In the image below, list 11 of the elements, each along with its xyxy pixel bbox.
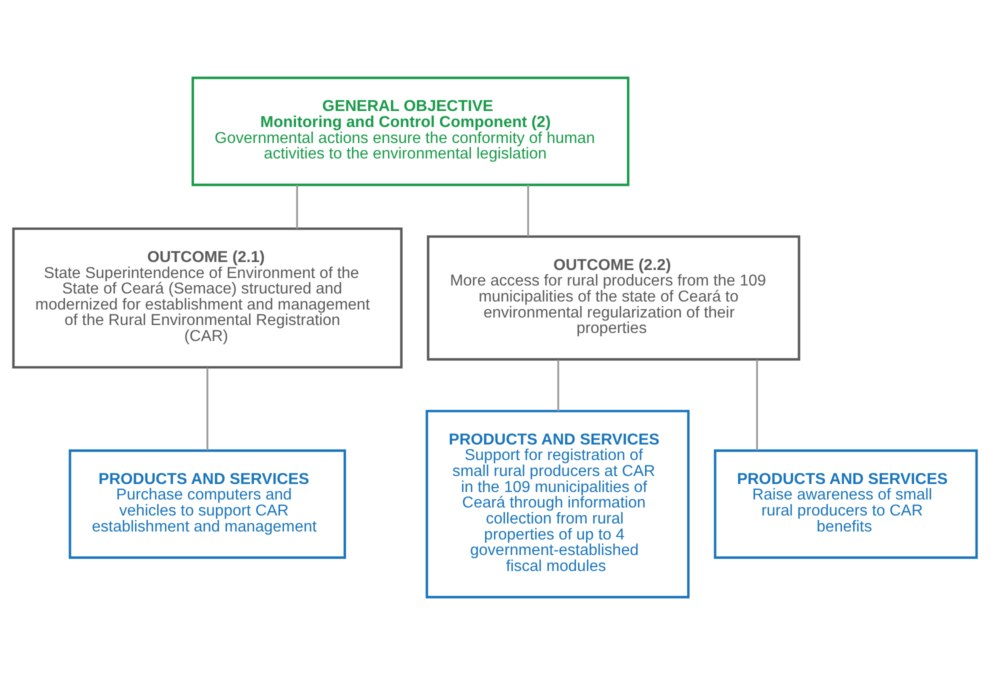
connector (527, 184, 530, 236)
connector (296, 184, 298, 228)
node-box: PRODUCTS AND SERVICES Purchase computers and vehicles to support CAR establishment and management (68, 448, 346, 558)
node-box: GENERAL OBJECTIVE Monitoring and Control Component (2) Governmental actions ensure the conformity of human activities to the environmental legislation (192, 76, 630, 186)
node-box: PRODUCTS AND SERVICES Raise awareness of small rural producers to CAR benefits (714, 448, 978, 558)
node-box: OUTCOME (2.2) More access for rural producers from the 109 municipalities of the state of Ceará to environmental regularization of their properties (426, 234, 800, 360)
connector (206, 367, 208, 450)
connector (756, 359, 758, 450)
node-box: PRODUCTS AND SERVICES Support for registration of small rural producers at CAR in the 109 municipalities of Ceará through information collection from rural properties of up to 4 government-established fiscal modules (426, 409, 690, 598)
node-box: OUTCOME (2.1) State Superintendence of Environment of the State of Ceará (Semace) structured and modernized for establishment and management of the Rural Environmental Registration (CAR) (12, 226, 403, 368)
connector (557, 359, 560, 411)
